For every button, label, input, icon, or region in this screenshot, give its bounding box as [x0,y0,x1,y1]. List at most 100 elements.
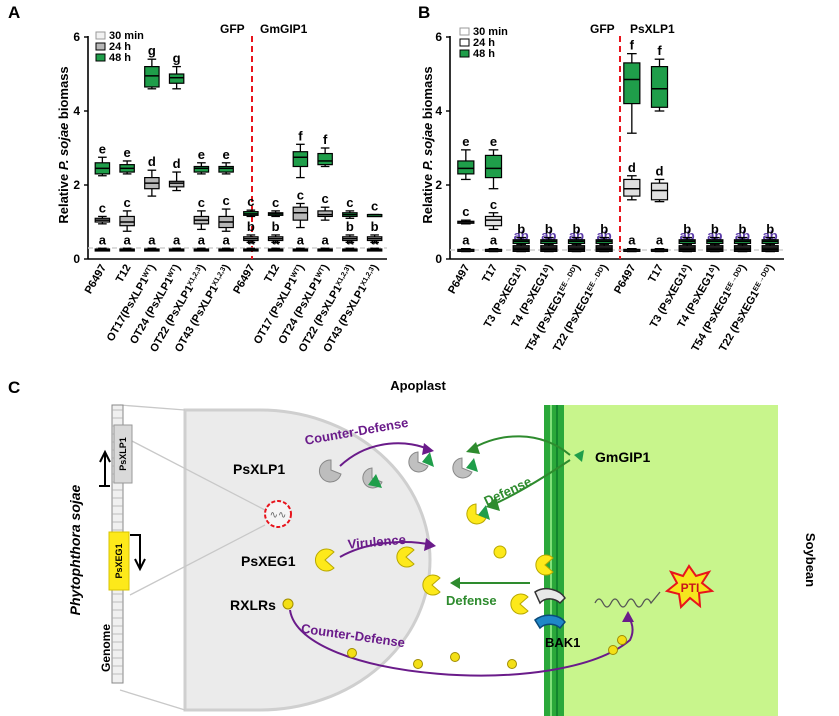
gip1-icon [466,458,478,472]
x-tick-label: P6497 [231,263,257,297]
psxeg1-icon [493,545,507,559]
panel-a-ytick: 4 [73,104,80,118]
box-24-h-0: c [457,204,475,225]
xlp1-gip1-complex [452,457,473,479]
rxlr-icon [282,598,294,610]
box-48-h-2: b [512,222,530,245]
significance-letter: c [99,200,106,215]
significance-letter: b [371,219,379,234]
box-48-h-9: b [706,222,724,245]
box-48-h-4: e [193,147,210,175]
counter-defense-loop-arrow [289,609,634,677]
box-30-min-6: a [623,233,641,253]
legend-label: 30 min [473,26,508,38]
panel-b-boxes: aaaaaaaaaaaaccababababddababababeebbbbff… [457,38,779,253]
bak1-icon [534,614,566,630]
signal-icon [594,591,661,608]
significance-letter: c [462,204,469,219]
box-48-h-1: e [484,134,503,190]
gene-psxlp1-label: PsXLP1 [118,437,128,471]
box-48-h-11: b [761,222,779,245]
x-tick-label: P6497 [83,263,109,297]
panel-b-ylabel: Relative P. sojae biomass [420,66,435,223]
significance-letter: d [148,154,156,169]
box-48-h-3: g [168,51,185,90]
significance-letter: f [298,128,303,143]
psxeg1-icon [315,548,335,572]
box-48-h-4: b [567,222,586,245]
box-30-min-4: a [193,232,210,252]
significance-letter: f [323,132,328,147]
xlp1-gip1-complex [408,451,429,473]
significance-letter: a [656,233,664,248]
significance-letter: a [148,232,156,247]
legend-swatch-24h [95,42,106,51]
box-30-min-2: a [144,232,160,252]
box-30-min-7: a [650,233,669,253]
pti-label: PTI [681,581,700,595]
box-30-min-3: a [168,232,185,252]
psxeg1-label: PsXEG1 [241,553,296,569]
box-48-h-7: c [267,195,284,218]
pathogen-cell [183,408,432,712]
significance-letter: b [346,219,354,234]
box-24-h-7: d [650,163,669,203]
significance-letter: c [371,199,378,214]
gmgip1-icon [574,450,584,462]
box-24-h-4: c [193,195,210,231]
box-30-min-0: a [94,232,111,252]
rxlrs-label: RXLRs [230,597,276,613]
gene-psxeg1-box [108,531,130,591]
significance-letter: c [247,194,254,209]
gip1-icon [422,452,434,467]
box-30-min-1: a [119,232,135,252]
virulence-label: Virulence [347,532,406,552]
box-48-h-1: e [119,145,135,175]
panel-a-label: A [8,3,20,22]
significance-letter: b [711,222,719,237]
legend-swatch-48h [459,49,470,58]
panel-b: B Relative P. sojae biomass 0 2 4 6 30 m… [418,3,784,354]
significance-letter: a [322,232,330,247]
virulence-arrow [339,541,433,558]
arrow-down-icon [134,535,146,572]
panel-a-legend: 30 min 24 h 48 h [95,30,144,64]
box-48-h-0: e [94,141,111,177]
panel-c-label: C [8,378,20,397]
zoom-line [119,689,186,711]
significance-letter: f [657,43,662,58]
box-30-min-9: a [317,232,333,252]
box-48-h-11: c [366,199,383,218]
significance-letter: b [766,222,774,237]
legend-swatch-48h [95,53,106,62]
x-tick-label: T17 [646,263,666,285]
panel-a-boxes: aaaaaaaaaaaaccddccbbccbbeeggeeccffcc [94,43,383,252]
panel-b-ytick: 2 [435,178,442,192]
significance-letter: e [490,134,497,149]
box-48-h-5: e [218,147,234,175]
gene-psxlp1-box [113,424,133,484]
box-24-h-11: b [366,219,383,244]
box-48-h-8: b [678,222,696,245]
x-tick-label: T12 [262,263,282,285]
significance-letter: d [173,156,181,171]
box-48-h-9: f [317,132,333,168]
psxeg1-icon [535,554,554,576]
box-24-h-3: d [168,156,185,192]
gip1-icon [478,505,490,520]
box-48-h-5: b [595,222,613,245]
box-24-h-5: c [218,193,234,232]
significance-letter: b [545,222,553,237]
apoplast-label: Apoplast [390,378,446,393]
xeg1-at-receptor [510,593,529,615]
soybean-label: Soybean [803,533,818,587]
pti-burst-icon [664,564,715,610]
box-24-h-6: d [623,160,641,201]
box-24-h-1: c [484,197,503,231]
box-48-h-6: f [623,38,641,134]
significance-letter: a [628,233,636,248]
gene-psxeg1-label: PsXEG1 [114,543,124,578]
significance-letter: e [462,134,469,149]
